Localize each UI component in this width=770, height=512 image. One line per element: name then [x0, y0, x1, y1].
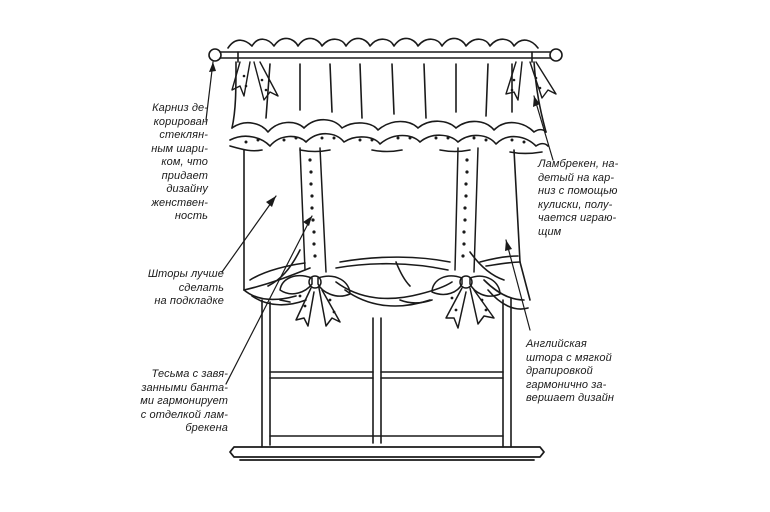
rod-ribbon-left — [231, 61, 279, 101]
arrowhead-lambrequin — [533, 96, 540, 107]
annotation-line: штора с мягкой — [526, 351, 612, 364]
annotation-cornice: Карниз де- корирован стеклян- ным шари- … — [122, 102, 208, 224]
annotation-line: чается играю- — [538, 212, 617, 224]
bow-left — [279, 274, 351, 327]
decorative-dots — [242, 74, 542, 314]
annotation-line: кулиски, полу- — [538, 198, 613, 211]
annotation-lining: Шторы лучше сделать на подкладке — [136, 268, 224, 309]
ribbon-tape-right — [454, 147, 479, 273]
annotation-tape: Тесьма с завя- занными банта- ми гармони… — [128, 368, 228, 436]
leader-tape — [225, 215, 313, 385]
annotation-line: драпировкой — [526, 365, 593, 377]
annotation-line: ми гармонирует — [140, 395, 228, 407]
annotation-line: Тесьма с завя- — [151, 368, 228, 380]
arrowhead-lining — [266, 196, 276, 207]
annotation-line: низ с помощью — [538, 185, 618, 197]
leader-lining — [221, 195, 277, 273]
valance — [227, 37, 549, 155]
annotation-lambrequin: Ламбрекен, на- детый на кар- низ с помощ… — [538, 158, 648, 239]
annotation-line: придает — [161, 169, 208, 182]
annotation-line: брекена — [185, 422, 228, 434]
rod-ribbon-right — [505, 61, 557, 101]
annotation-line: Английская — [526, 338, 587, 350]
annotation-line: стеклян- — [159, 129, 208, 141]
annotation-line: Карниз де- — [152, 102, 208, 114]
annotation-line: щим — [538, 225, 562, 238]
window-sill — [229, 446, 545, 461]
leader-lambrequin — [533, 95, 554, 161]
bow-right — [431, 275, 501, 329]
rod-finial-right — [549, 48, 563, 62]
arrowhead-tape — [303, 216, 312, 226]
blind-panel — [243, 149, 521, 291]
annotation-line: дизайну — [166, 183, 208, 195]
leader-lines — [205, 61, 554, 385]
annotation-line: ным шари- — [151, 142, 208, 155]
annotation-line: ком, что — [161, 156, 208, 168]
annotation-line: детый на кар- — [538, 171, 615, 184]
ribbon-tape-left — [299, 147, 327, 273]
arrowhead-english-blind — [505, 240, 512, 251]
annotation-line: с отделкой лам- — [140, 408, 228, 421]
annotation-line: Шторы лучше — [147, 268, 224, 280]
rod-finial-left — [208, 48, 222, 62]
annotation-english-blind: Английская штора с мягкой драпировкой га… — [526, 338, 646, 406]
annotation-line: занными банта- — [141, 381, 228, 394]
annotation-line: женствен- — [151, 196, 208, 209]
window-frame — [261, 297, 512, 448]
annotation-line: гармонично за- — [526, 378, 607, 391]
curtain-rod — [219, 51, 551, 63]
arrowhead-cornice — [209, 62, 216, 72]
annotation-line: сделать — [178, 281, 224, 294]
leader-english-blind — [505, 239, 531, 331]
annotation-line: Ламбрекен, на- — [538, 158, 619, 170]
annotation-line: корирован — [153, 115, 208, 128]
annotation-line: ность — [174, 210, 208, 222]
annotation-line: на подкладке — [154, 295, 224, 307]
annotation-line: вершает дизайн — [526, 392, 615, 404]
leader-cornice — [205, 61, 214, 121]
